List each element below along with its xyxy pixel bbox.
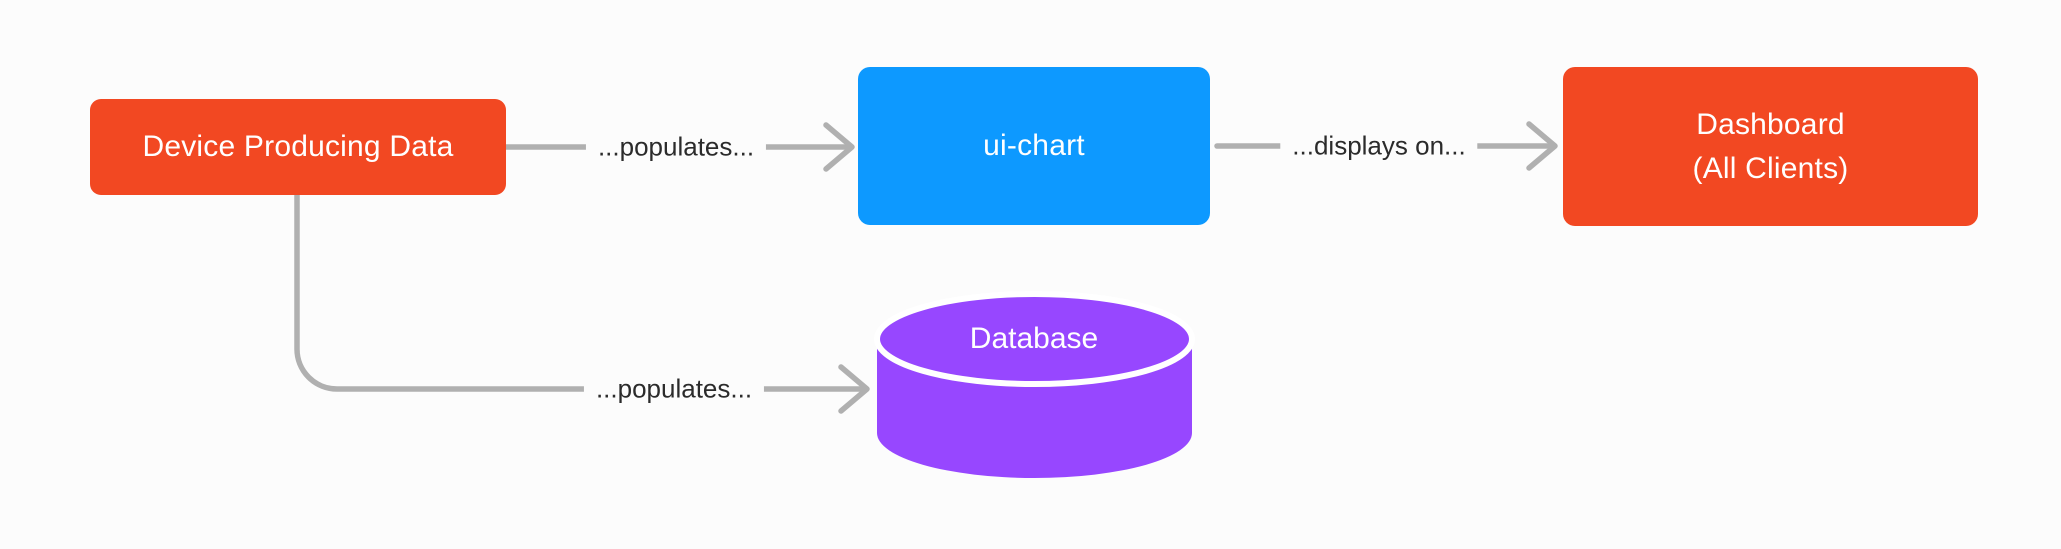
edge-line [294, 192, 867, 392]
node-label-line2: (All Clients) [1692, 151, 1849, 185]
cylinder-top-ellipse [874, 291, 1195, 387]
node-device-producing-data: Device Producing Data [90, 99, 506, 195]
cylinder-body [877, 339, 1192, 479]
arrowhead-icon [838, 364, 870, 414]
arrowhead-icon [1526, 121, 1558, 171]
edge-device-to-database [294, 192, 870, 414]
node-label: Device Producing Data [142, 130, 454, 163]
node-label: ui-chart [983, 129, 1085, 162]
node-database-cylinder [874, 291, 1195, 479]
edge-label-populates: ...populates... [585, 129, 767, 165]
node-dashboard: Dashboard (All Clients) [1563, 67, 1978, 226]
edge-label-displays-on: ...displays on... [1280, 128, 1478, 164]
edge-label-populates-db: ...populates... [583, 371, 765, 407]
arrowhead-icon [823, 122, 855, 172]
node-ui-chart: ui-chart [858, 67, 1210, 225]
node-database-label: Database [969, 322, 1099, 355]
node-label-line1: Dashboard [1696, 107, 1845, 141]
